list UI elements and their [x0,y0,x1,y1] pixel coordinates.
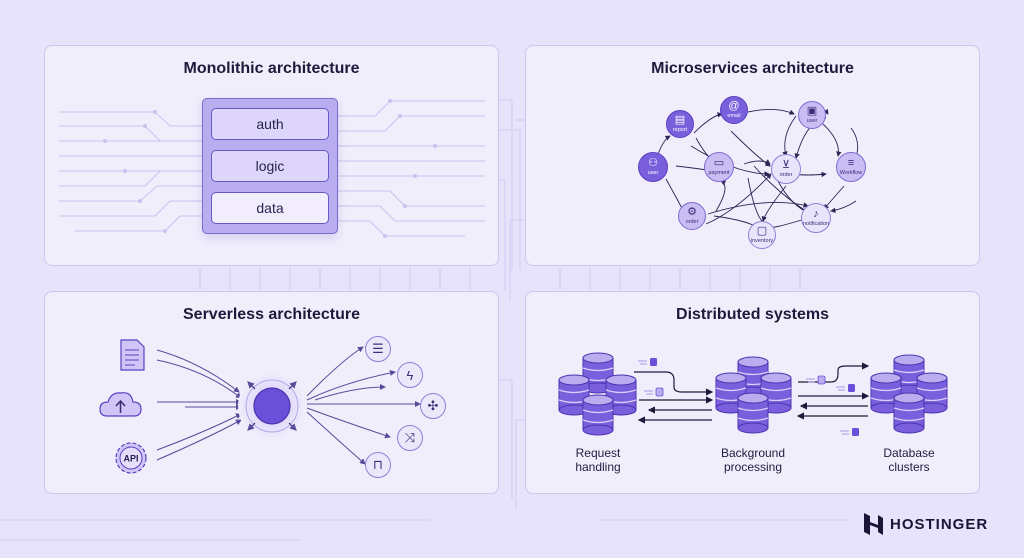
packet-icons [638,358,859,436]
api-label: API [123,454,138,464]
report-icon: ▤ [674,113,686,126]
hostinger-h-icon [864,513,883,535]
layer-auth: auth [211,108,329,140]
caption-request-handling: Request handling [575,446,621,474]
function-ring [245,379,299,433]
cluster-request-handling [558,352,637,436]
monolithic-circuit-lines [59,99,485,238]
monolithic-panel: Monolithic architecture auth logic data [44,45,499,266]
cluster-background-processing [715,356,792,434]
function-core [253,387,291,425]
service-payment: ▭ payment [704,152,734,182]
email-icon: @ [728,99,740,112]
service-user: ⚇ user [638,152,668,182]
layer-data: data [211,192,329,224]
serverless-title: Serverless architecture [183,306,360,323]
serverless-panel: Serverless architecture API [44,291,499,494]
shuffle-icon: ⤨ [397,425,423,451]
list-icon: ≡ [847,156,855,169]
serverless-flow: API [99,339,421,474]
bell-icon: ♪ [813,207,819,220]
service-email: @ email [720,96,748,124]
user-icon: ⚇ [648,156,658,169]
service-notification: ♪ notification [801,203,831,233]
box-icon: ▢ [756,224,768,237]
cart-icon: ⊻ [781,158,791,171]
distributed-title: Distributed systems [676,306,829,323]
service-user-card: ▣ user [798,101,826,129]
network-icon: ✣ [420,393,446,419]
layer-logic: logic [211,150,329,182]
cluster-database [870,354,948,434]
database-icon: ☰ [365,336,391,362]
distributed-diagram [558,352,948,436]
caption-database-clusters: Database clusters [883,446,935,474]
caption-background-processing: Background processing [720,446,786,474]
service-order: ⊻ order [771,154,801,184]
service-order-gear: ⚙ order [678,202,706,230]
gear-icon: ⚙ [687,205,697,218]
user-card-icon: ▣ [806,104,818,117]
microservices-title: Microservices architecture [651,60,854,77]
service-inventory: ▢ inventory [748,221,776,249]
service-report: ▤ report [666,110,694,138]
lightning-icon: ϟ [397,362,423,388]
document-icon [120,339,145,371]
service-workflow: ≡ Workflow [836,152,866,182]
brand-name: HOSTINGER [890,515,989,533]
monolith-block: auth logic data [202,98,338,234]
inbox-icon: ⊓ [365,452,391,478]
api-gear-icon [115,442,147,474]
microservices-panel: Microservices architecture [525,45,980,266]
card-icon: ▭ [713,156,725,169]
distributed-panel: Distributed systems [525,291,980,494]
monolithic-title: Monolithic architecture [183,60,360,77]
cloud-upload-icon [99,392,142,417]
hostinger-logo: HOSTINGER [862,512,988,536]
